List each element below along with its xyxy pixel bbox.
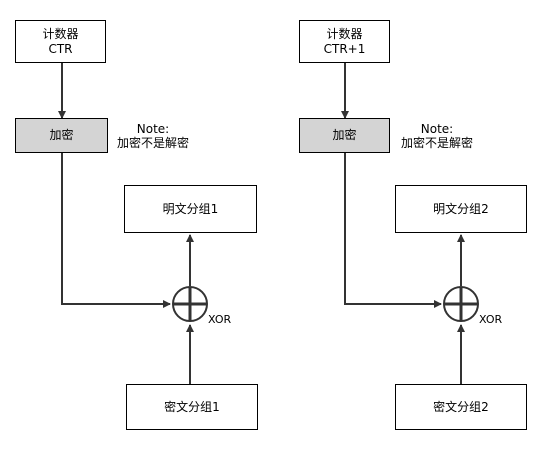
counter-title: 计数器 (326, 26, 363, 41)
ciphertext-box-1: 密文分组1 (126, 384, 258, 430)
line-encrypt-to-xor-1 (61, 153, 171, 308)
plaintext-label: 明文分组1 (162, 201, 219, 216)
xor-symbol-2 (443, 286, 479, 322)
plaintext-box-2: 明文分组2 (395, 185, 527, 233)
counter-value: CTR (48, 41, 73, 56)
line-encrypt-to-xor-2 (344, 153, 442, 308)
note-title: Note: (136, 122, 170, 136)
ciphertext-box-2: 密文分组2 (395, 384, 527, 430)
xor-symbol-1 (172, 286, 208, 322)
note-1: Note: 加密不是解密 (98, 122, 208, 150)
encrypt-label: 加密 (332, 128, 357, 142)
ciphertext-label: 密文分组1 (164, 399, 220, 414)
counter-box-2: 计数器 CTR+1 (299, 20, 390, 63)
counter-value: CTR+1 (323, 41, 366, 56)
plaintext-label: 明文分组2 (433, 201, 489, 216)
xor-label-2: XOR (479, 313, 503, 326)
encrypt-box-2: 加密 (299, 118, 390, 153)
encrypt-box-1: 加密 (15, 118, 108, 153)
note-title: Note: (420, 122, 454, 136)
xor-label-1: XOR (208, 313, 232, 326)
note-text: 加密不是解密 (400, 136, 473, 150)
ciphertext-label: 密文分组2 (433, 399, 489, 414)
note-text: 加密不是解密 (116, 136, 189, 150)
counter-box-1: 计数器 CTR (15, 20, 106, 63)
encrypt-label: 加密 (49, 128, 74, 142)
counter-title: 计数器 (42, 26, 79, 41)
plaintext-box-1: 明文分组1 (124, 185, 257, 233)
note-2: Note: 加密不是解密 (382, 122, 492, 150)
